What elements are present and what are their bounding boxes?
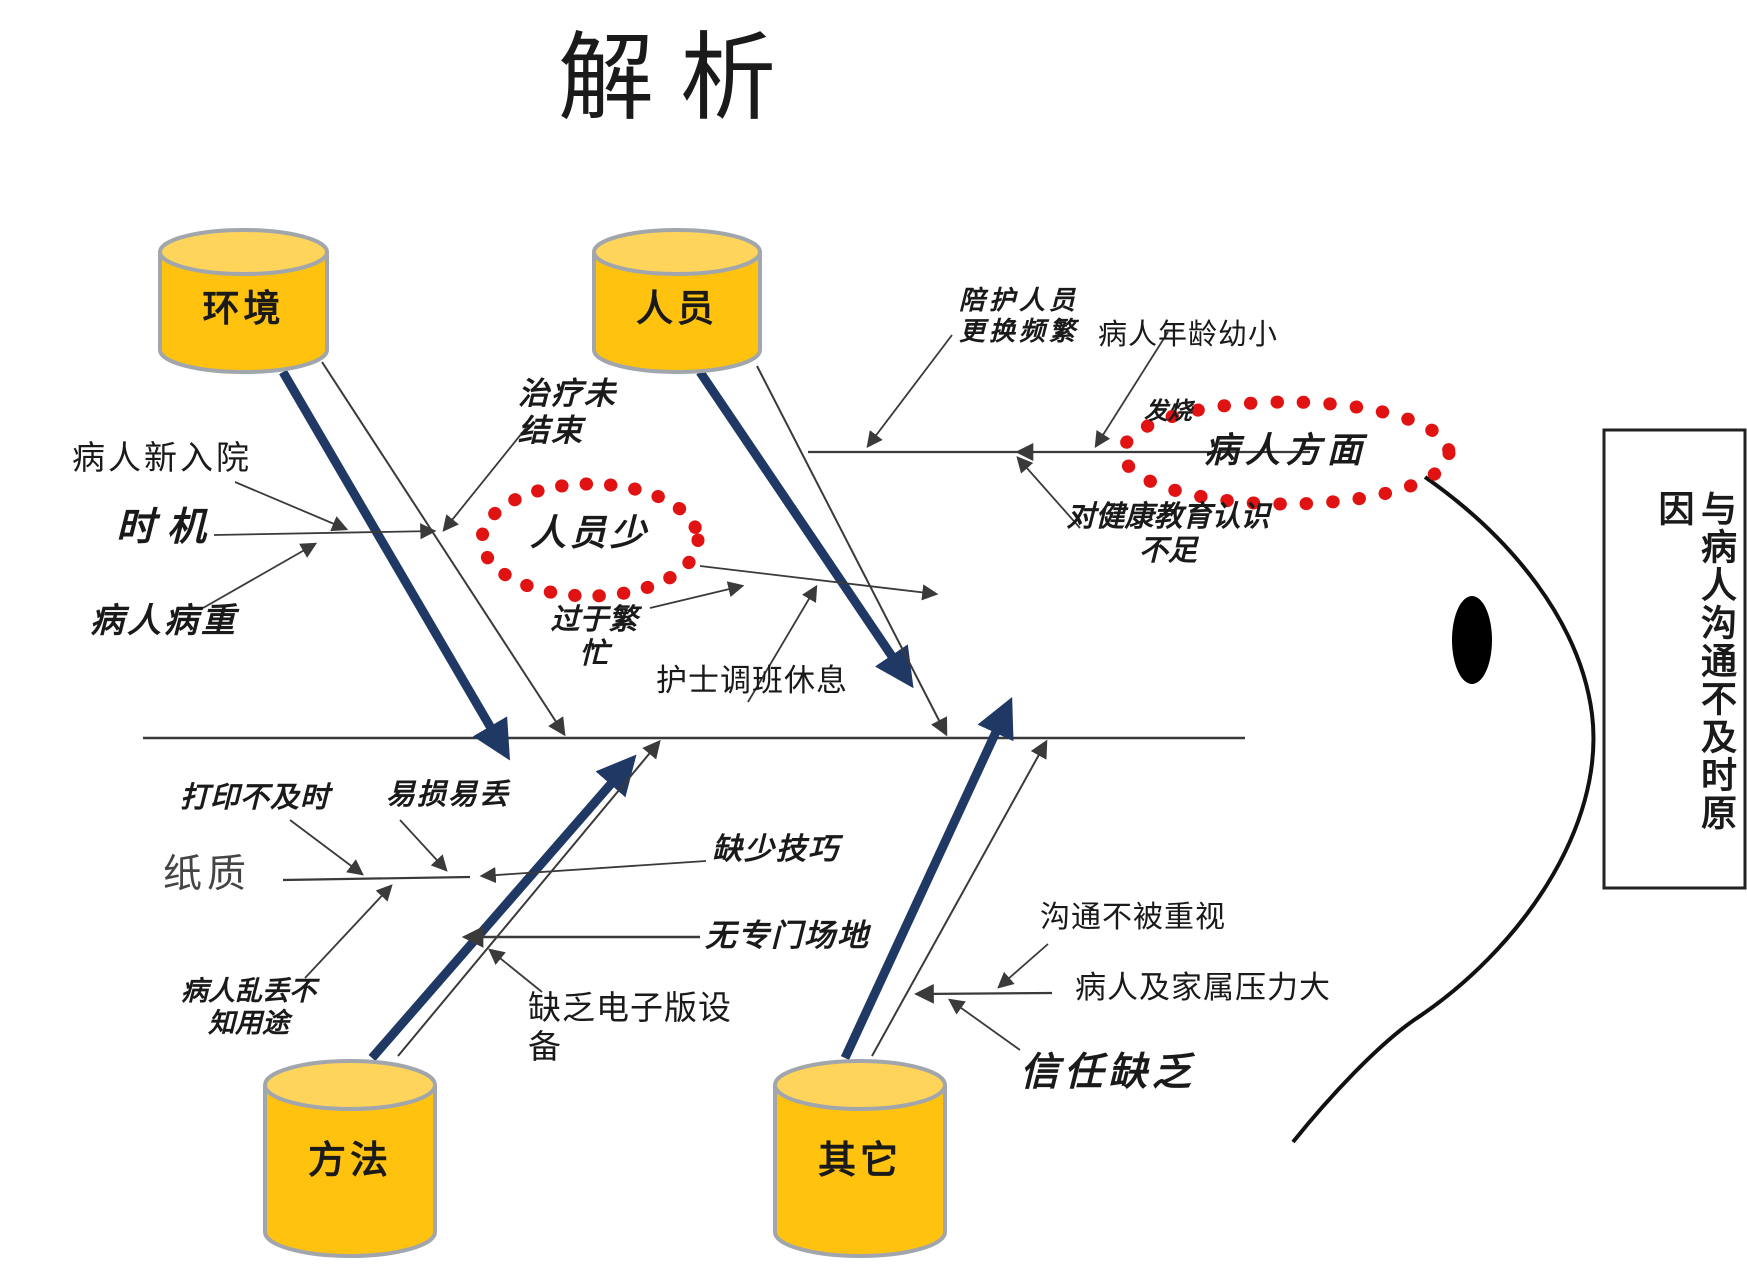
discard-arrow [304,884,393,979]
too-busy-arrow [649,581,745,609]
other-bone [871,739,1048,1057]
cause-nurse-shift-rest: 护士调班休息 [656,663,848,698]
cause-lack-of-trust: 信任缺乏 [1020,1051,1197,1094]
other-cylinder-label: 其它 [817,1138,902,1182]
treatment-unfinished-arrow [442,427,527,532]
few-staff-out-line [699,565,939,601]
patient-side-label: 病人方面 [1203,431,1368,470]
escort-change-arrow [866,334,953,448]
cause-escort-change: 陪护人员更换频繁 [958,286,1079,346]
cause-no-electronic-device: 缺乏电子版设备 [528,991,732,1066]
cause-easily-damaged-lost: 易损易丢 [386,779,511,811]
severe-illness-arrow [202,542,318,609]
environment-cylinder [158,228,329,374]
method-cylinder [263,1059,437,1258]
personnel-cylinder [592,228,762,374]
personnel-bone [756,365,948,737]
few-staff-ellipse [475,477,705,603]
nurse-shift-arrow [747,584,818,703]
cause-family-pressure: 病人及家属压力大 [1075,970,1331,1005]
other-navy-arrow [840,697,1014,1060]
personnel-cylinder-label: 人员 [636,287,718,330]
lack-skill-arrow [479,860,707,884]
method-navy-arrow [368,754,637,1061]
method-bone [397,739,661,1057]
timing-line [213,523,437,540]
ignored-horizontal-line [914,983,1053,1004]
cause-treatment-unfinished: 治疗未结束 [518,376,617,448]
patient-side-ellipse [1116,395,1456,511]
fish-head-curve [1291,475,1596,1144]
trust-arrow [948,998,1021,1051]
cause-no-dedicated-venue: 无专门场地 [705,918,870,953]
cause-paper-based: 纸质 [163,853,252,896]
cause-young-age: 病人年龄幼小 [1098,319,1279,351]
other-cylinder [773,1059,947,1258]
page-title: 解析 [558,25,802,132]
cause-severe-illness: 病人病重 [90,603,238,640]
no-device-arrow [488,948,543,993]
environment-bone [321,361,566,737]
cause-lack-skill: 缺少技巧 [712,833,840,866]
cause-health-edu-awareness: 对健康教育认识不足 [1066,501,1270,568]
cause-communication-ignored: 沟通不被重视 [1040,901,1226,934]
cause-patients-discard: 病人乱丢不知用途 [181,976,316,1038]
cause-print-delay: 打印不及时 [180,782,331,814]
fish-eye [1452,596,1492,684]
head-text-box [1602,428,1747,890]
cause-new-admission: 病人新入院 [72,441,252,477]
new-admission-arrow [234,481,349,532]
young-age-arrow [1094,331,1169,449]
cause-fever: 发烧 [1144,399,1192,425]
cause-timing: 时机 [116,506,219,549]
ignored-arrow [997,943,1049,989]
paper-line [282,875,471,882]
method-cylinder-label: 方法 [307,1138,392,1182]
cause-few-staff: 人员少 [529,513,650,553]
environment-navy-arrow [279,369,510,761]
damaged-lost-arrow [399,819,448,872]
environment-cylinder-label: 环境 [202,287,285,330]
health-edu-arrow [1016,456,1081,529]
cause-too-busy: 过于繁忙 [550,604,638,671]
print-delay-arrow [289,819,364,876]
personnel-navy-arrow [696,369,914,689]
head-problem-statement: 与病人沟通不及时原因 [1653,490,1736,832]
